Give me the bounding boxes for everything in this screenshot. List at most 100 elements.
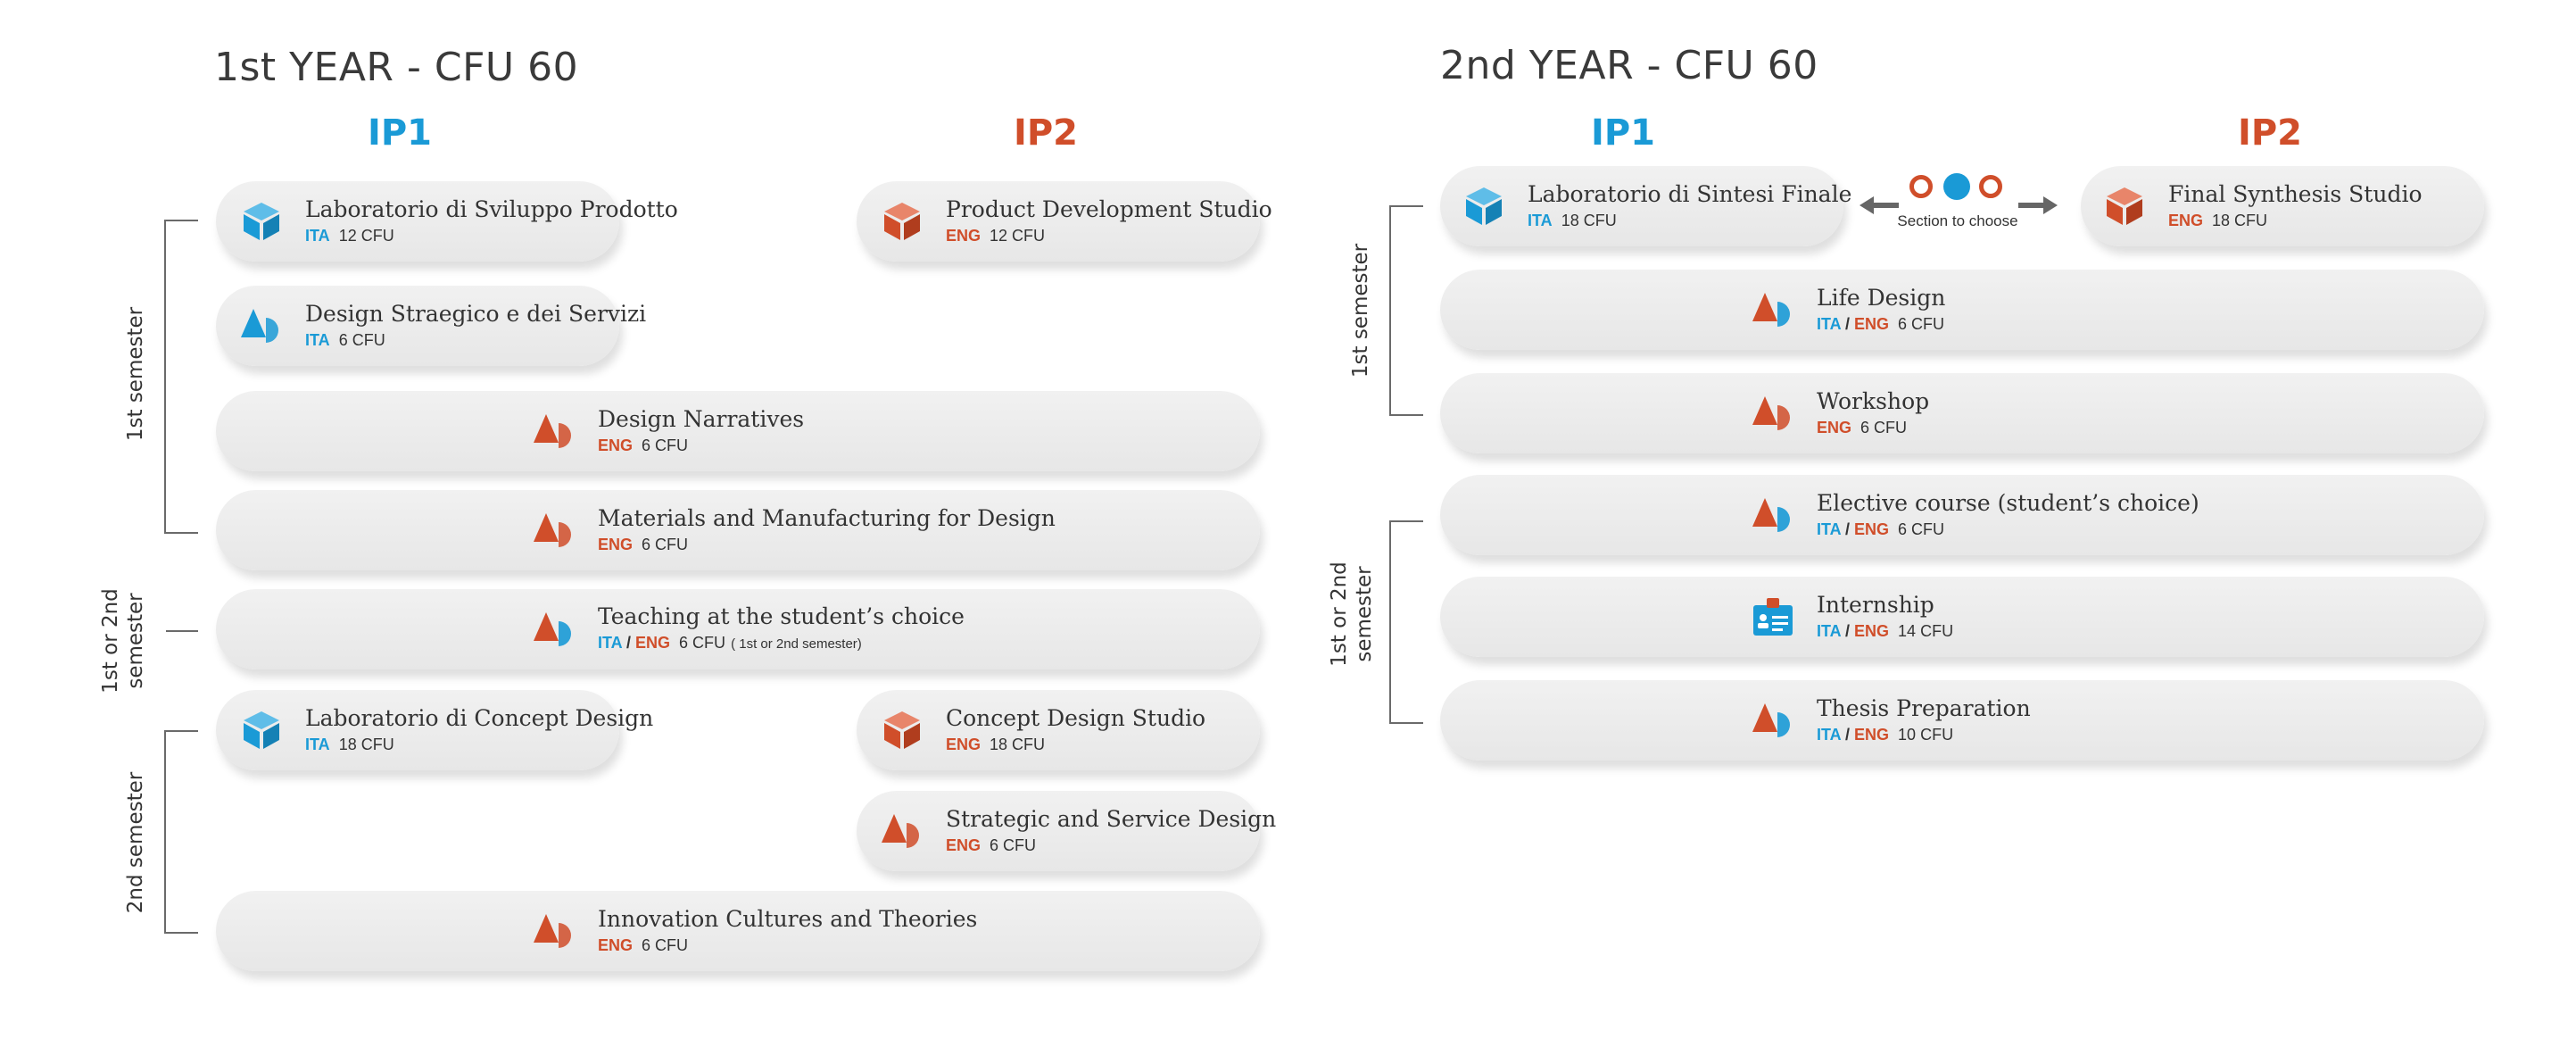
course-final-synthesis-studio[interactable]: Final Synthesis Studio ENG 18 CFU — [2102, 166, 2423, 246]
course-meta: ENG 6 CFU — [1817, 419, 1908, 436]
year1-sem2-label: 2nd semester — [124, 771, 147, 914]
course-strategic-service-design[interactable]: Strategic and Service Design ENG 6 CFU — [880, 791, 1276, 871]
course-name: Innovation Cultures and Theories — [598, 906, 978, 932]
course-pill[interactable] — [857, 791, 1260, 871]
course-pill[interactable] — [1440, 270, 2484, 350]
course-name: Thesis Preparation — [1817, 695, 2031, 721]
year1-sem12-tick — [166, 630, 198, 632]
course-pill[interactable] — [216, 490, 1260, 570]
year2-ip1-label: IP1 — [1590, 112, 1656, 154]
year1-sem2-bracket — [164, 730, 198, 934]
course-product-development-studio[interactable]: Product Development Studio ENG 12 CFU — [880, 181, 1272, 262]
course-name: Internship — [1817, 592, 1934, 618]
course-name: Workshop — [1817, 388, 1930, 414]
year1-ip1-label: IP1 — [367, 112, 433, 154]
course-meta: ITA / ENG 10 CFU — [1817, 726, 1954, 744]
arrow-left-icon — [1860, 196, 1899, 214]
course-name: Laboratorio di Sviluppo Prodotto — [305, 196, 678, 222]
course-meta: ENG 12 CFU — [946, 227, 1046, 245]
shapes-icon — [532, 409, 576, 453]
shapes-icon — [880, 809, 924, 853]
course-pill[interactable] — [1440, 577, 2484, 657]
year2-title: 2nd YEAR - CFU 60 — [1440, 43, 1818, 88]
year2-sem1-bracket — [1389, 205, 1423, 416]
course-laboratorio-sintesi-finale[interactable]: Laboratorio di Sintesi Finale ITA 18 CFU — [1462, 166, 1851, 246]
shapes-icon — [1751, 493, 1795, 537]
course-pill[interactable] — [1440, 680, 2484, 761]
course-workshop[interactable]: Workshop ENG 6 CFU — [1751, 373, 1929, 453]
circle-filled-icon — [1943, 173, 1970, 200]
course-name: Elective course (student’s choice) — [1817, 490, 2199, 516]
course-concept-design-studio[interactable]: Concept Design Studio ENG 18 CFU — [880, 690, 1205, 770]
cube-icon — [239, 199, 284, 244]
course-pill[interactable] — [1440, 373, 2484, 453]
course-meta: ENG 6 CFU — [598, 436, 689, 454]
course-meta: ITA 6 CFU — [305, 331, 385, 349]
course-meta: ITA 18 CFU — [1528, 212, 1617, 229]
year1-ip2-label: IP2 — [1013, 112, 1079, 154]
course-pill[interactable] — [216, 589, 1260, 669]
shapes-icon — [1751, 391, 1795, 436]
course-meta: ITA / ENG 6 CFU — [1817, 315, 1945, 333]
section-to-choose-label: Section to choose — [1897, 212, 2018, 229]
cube-icon — [2102, 184, 2147, 229]
course-pill[interactable] — [857, 181, 1260, 262]
course-pill[interactable] — [216, 181, 619, 262]
course-meta: ENG 6 CFU — [946, 836, 1037, 854]
course-name: Design Narratives — [598, 406, 805, 432]
course-pill[interactable] — [1440, 475, 2484, 555]
section-to-choose: Section to choose — [1856, 170, 2058, 241]
course-laboratorio-sviluppo-prodotto[interactable]: Laboratorio di Sviluppo Prodotto ITA 12 … — [239, 181, 678, 262]
shapes-icon — [532, 508, 576, 553]
year1-title: 1st YEAR - CFU 60 — [214, 45, 579, 90]
course-elective[interactable]: Elective course (student’s choice) ITA /… — [1751, 475, 2199, 555]
circle-ring-left-icon — [1909, 175, 1933, 198]
cube-icon — [239, 708, 284, 752]
year1-sem1-bracket — [164, 220, 198, 534]
circle-ring-right-icon — [1979, 175, 2002, 198]
course-materials-manufacturing[interactable]: Materials and Manufacturing for Design E… — [532, 490, 1056, 570]
year1-sem1-label: 1st semester — [124, 306, 147, 442]
cube-icon — [880, 199, 924, 244]
course-pill[interactable] — [1440, 166, 1843, 246]
course-internship[interactable]: Internship ITA / ENG 14 CFU — [1751, 577, 1953, 657]
course-design-straegico[interactable]: Design Straegico e dei Servizi ITA 6 CFU — [239, 286, 646, 366]
shapes-icon — [1751, 287, 1795, 332]
course-name: Laboratorio di Sintesi Finale — [1528, 181, 1852, 207]
course-design-narratives[interactable]: Design Narratives ENG 6 CFU — [532, 391, 804, 471]
course-name: Concept Design Studio — [946, 705, 1206, 731]
shapes-icon — [532, 607, 576, 652]
course-meta: ITA / ENG 14 CFU — [1817, 622, 1954, 640]
course-meta: ITA 12 CFU — [305, 227, 394, 245]
year2-sem1-label: 1st semester — [1349, 243, 1372, 378]
course-name: Design Straegico e dei Servizi — [305, 301, 647, 327]
course-teaching-students-choice[interactable]: Teaching at the student’s choice ITA / E… — [532, 589, 965, 669]
year2-ip2-label: IP2 — [2237, 112, 2303, 154]
course-meta: ENG 6 CFU — [598, 536, 689, 553]
course-laboratorio-concept-design[interactable]: Laboratorio di Concept Design ITA 18 CFU — [239, 690, 653, 770]
course-name: Teaching at the student’s choice — [598, 603, 965, 629]
course-meta: ENG 18 CFU — [2168, 212, 2268, 229]
course-thesis-preparation[interactable]: Thesis Preparation ITA / ENG 10 CFU — [1751, 680, 2031, 761]
course-pill[interactable] — [216, 391, 1260, 471]
course-meta: ITA / ENG 6 CFU( 1st or 2nd semester) — [598, 634, 862, 652]
course-innovation-cultures[interactable]: Innovation Cultures and Theories ENG 6 C… — [532, 891, 977, 971]
course-name: Final Synthesis Studio — [2168, 181, 2423, 207]
course-life-design[interactable]: Life Design ITA / ENG 6 CFU — [1751, 270, 1945, 350]
course-pill[interactable] — [216, 286, 619, 366]
arrow-right-icon — [2018, 196, 2058, 214]
course-name: Materials and Manufacturing for Design — [598, 505, 1056, 531]
course-name: Strategic and Service Design — [946, 806, 1277, 832]
year2-sem12-bracket — [1389, 520, 1423, 724]
course-pill[interactable] — [216, 690, 619, 770]
cube-icon — [880, 708, 924, 752]
course-pill[interactable] — [2081, 166, 2484, 246]
course-meta: ITA / ENG 6 CFU — [1817, 520, 1945, 538]
course-pill[interactable] — [216, 891, 1260, 971]
course-name: Laboratorio di Concept Design — [305, 705, 654, 731]
course-meta: ENG 6 CFU — [598, 936, 689, 954]
course-pill[interactable] — [857, 690, 1260, 770]
course-meta: ITA 18 CFU — [305, 736, 394, 753]
